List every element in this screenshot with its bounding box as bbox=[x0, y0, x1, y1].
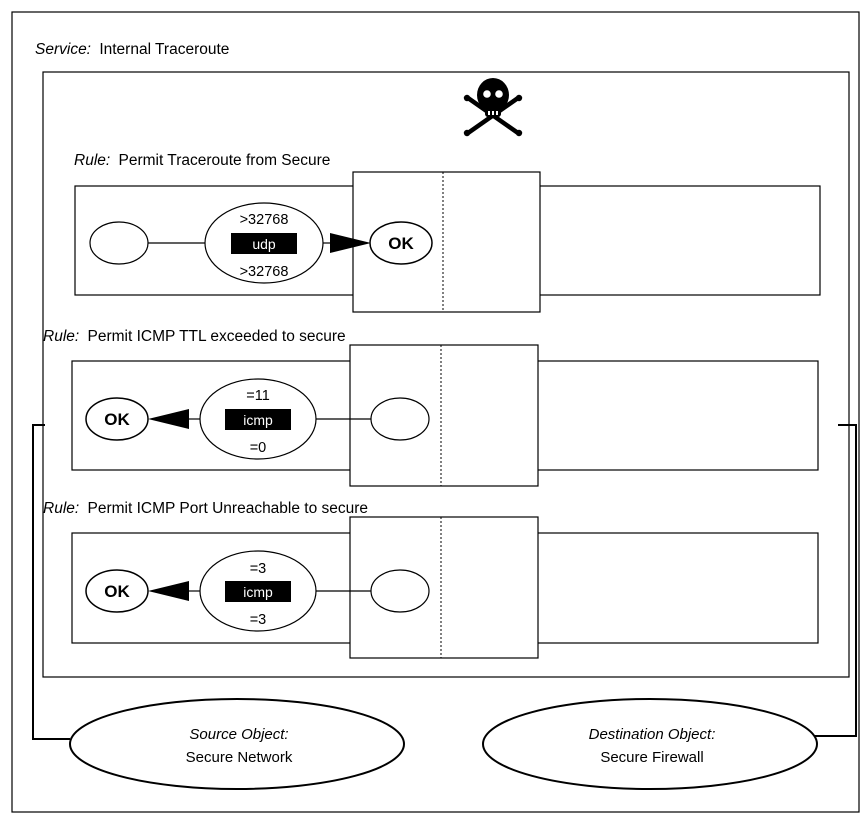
source-bracket bbox=[32, 424, 70, 740]
rule-2-destination-node bbox=[370, 397, 430, 441]
rule-2-protocol-box bbox=[225, 409, 291, 430]
service-label: Service: Internal Traceroute bbox=[35, 41, 229, 58]
rule-1-name: Permit Traceroute from Secure bbox=[119, 152, 331, 169]
rule-1-arrowhead-right bbox=[330, 233, 371, 253]
service-prefix: Service: bbox=[35, 41, 91, 58]
rule-1-label: Rule: Permit Traceroute from Secure bbox=[74, 152, 330, 169]
rule-3-protocol: icmp bbox=[243, 584, 273, 600]
rule-1-protocol: udp bbox=[252, 236, 276, 252]
rule-3-prefix: Rule: bbox=[43, 500, 79, 517]
rule-3-ok-label: OK bbox=[104, 582, 130, 601]
rule-3-port-top: =3 bbox=[250, 561, 267, 577]
skull-crossbones-icon bbox=[463, 78, 523, 137]
rule-3-protocol-box bbox=[225, 581, 291, 602]
service-box bbox=[42, 71, 850, 678]
rule-2-ok-label: OK bbox=[104, 410, 130, 429]
rule-3-name: Permit ICMP Port Unreachable to secure bbox=[88, 500, 369, 517]
source-object: Source Object: Secure Network bbox=[69, 698, 405, 790]
rule-3: Rule: Permit ICMP Port Unreachable to se… bbox=[43, 500, 819, 659]
rule-2-port-top: =11 bbox=[246, 388, 270, 404]
destination-object-title: Destination Object: bbox=[589, 726, 716, 743]
rule-1-ok-node bbox=[369, 221, 433, 265]
rule-3-label: Rule: Permit ICMP Port Unreachable to se… bbox=[43, 500, 368, 517]
destination-object: Destination Object: Secure Firewall bbox=[482, 698, 818, 790]
destination-object-name: Secure Firewall bbox=[600, 749, 703, 766]
rule-2-arrowhead-left bbox=[148, 409, 189, 429]
rule-2-protocol: icmp bbox=[243, 412, 273, 428]
destination-object-ellipse bbox=[482, 698, 818, 790]
rule-1-source-node bbox=[89, 221, 149, 265]
rule-3-arrowhead-left bbox=[148, 581, 189, 601]
rule-1-port-bottom: >32768 bbox=[240, 264, 289, 280]
rule-1-port-top: >32768 bbox=[240, 212, 289, 228]
rule-2: Rule: Permit ICMP TTL exceeded to secure… bbox=[43, 328, 819, 487]
rule-1-ok-label: OK bbox=[388, 234, 414, 253]
source-object-title: Source Object: bbox=[189, 726, 288, 743]
rule-1-protocol-box bbox=[231, 233, 297, 254]
source-object-ellipse bbox=[69, 698, 405, 790]
service-name: Internal Traceroute bbox=[99, 41, 229, 58]
page-frame bbox=[11, 11, 860, 813]
source-object-name: Secure Network bbox=[186, 749, 293, 766]
rule-2-label: Rule: Permit ICMP TTL exceeded to secure bbox=[43, 328, 346, 345]
rule-2-port-bottom: =0 bbox=[250, 440, 267, 456]
rule-1-prefix: Rule: bbox=[74, 152, 110, 169]
rule-2-prefix: Rule: bbox=[43, 328, 79, 345]
rule-2-name: Permit ICMP TTL exceeded to secure bbox=[88, 328, 346, 345]
destination-bracket bbox=[813, 424, 857, 737]
rule-1: Rule: Permit Traceroute from Secure >327… bbox=[74, 152, 821, 313]
rule-3-port-bottom: =3 bbox=[250, 612, 267, 628]
rule-3-destination-node bbox=[370, 569, 430, 613]
